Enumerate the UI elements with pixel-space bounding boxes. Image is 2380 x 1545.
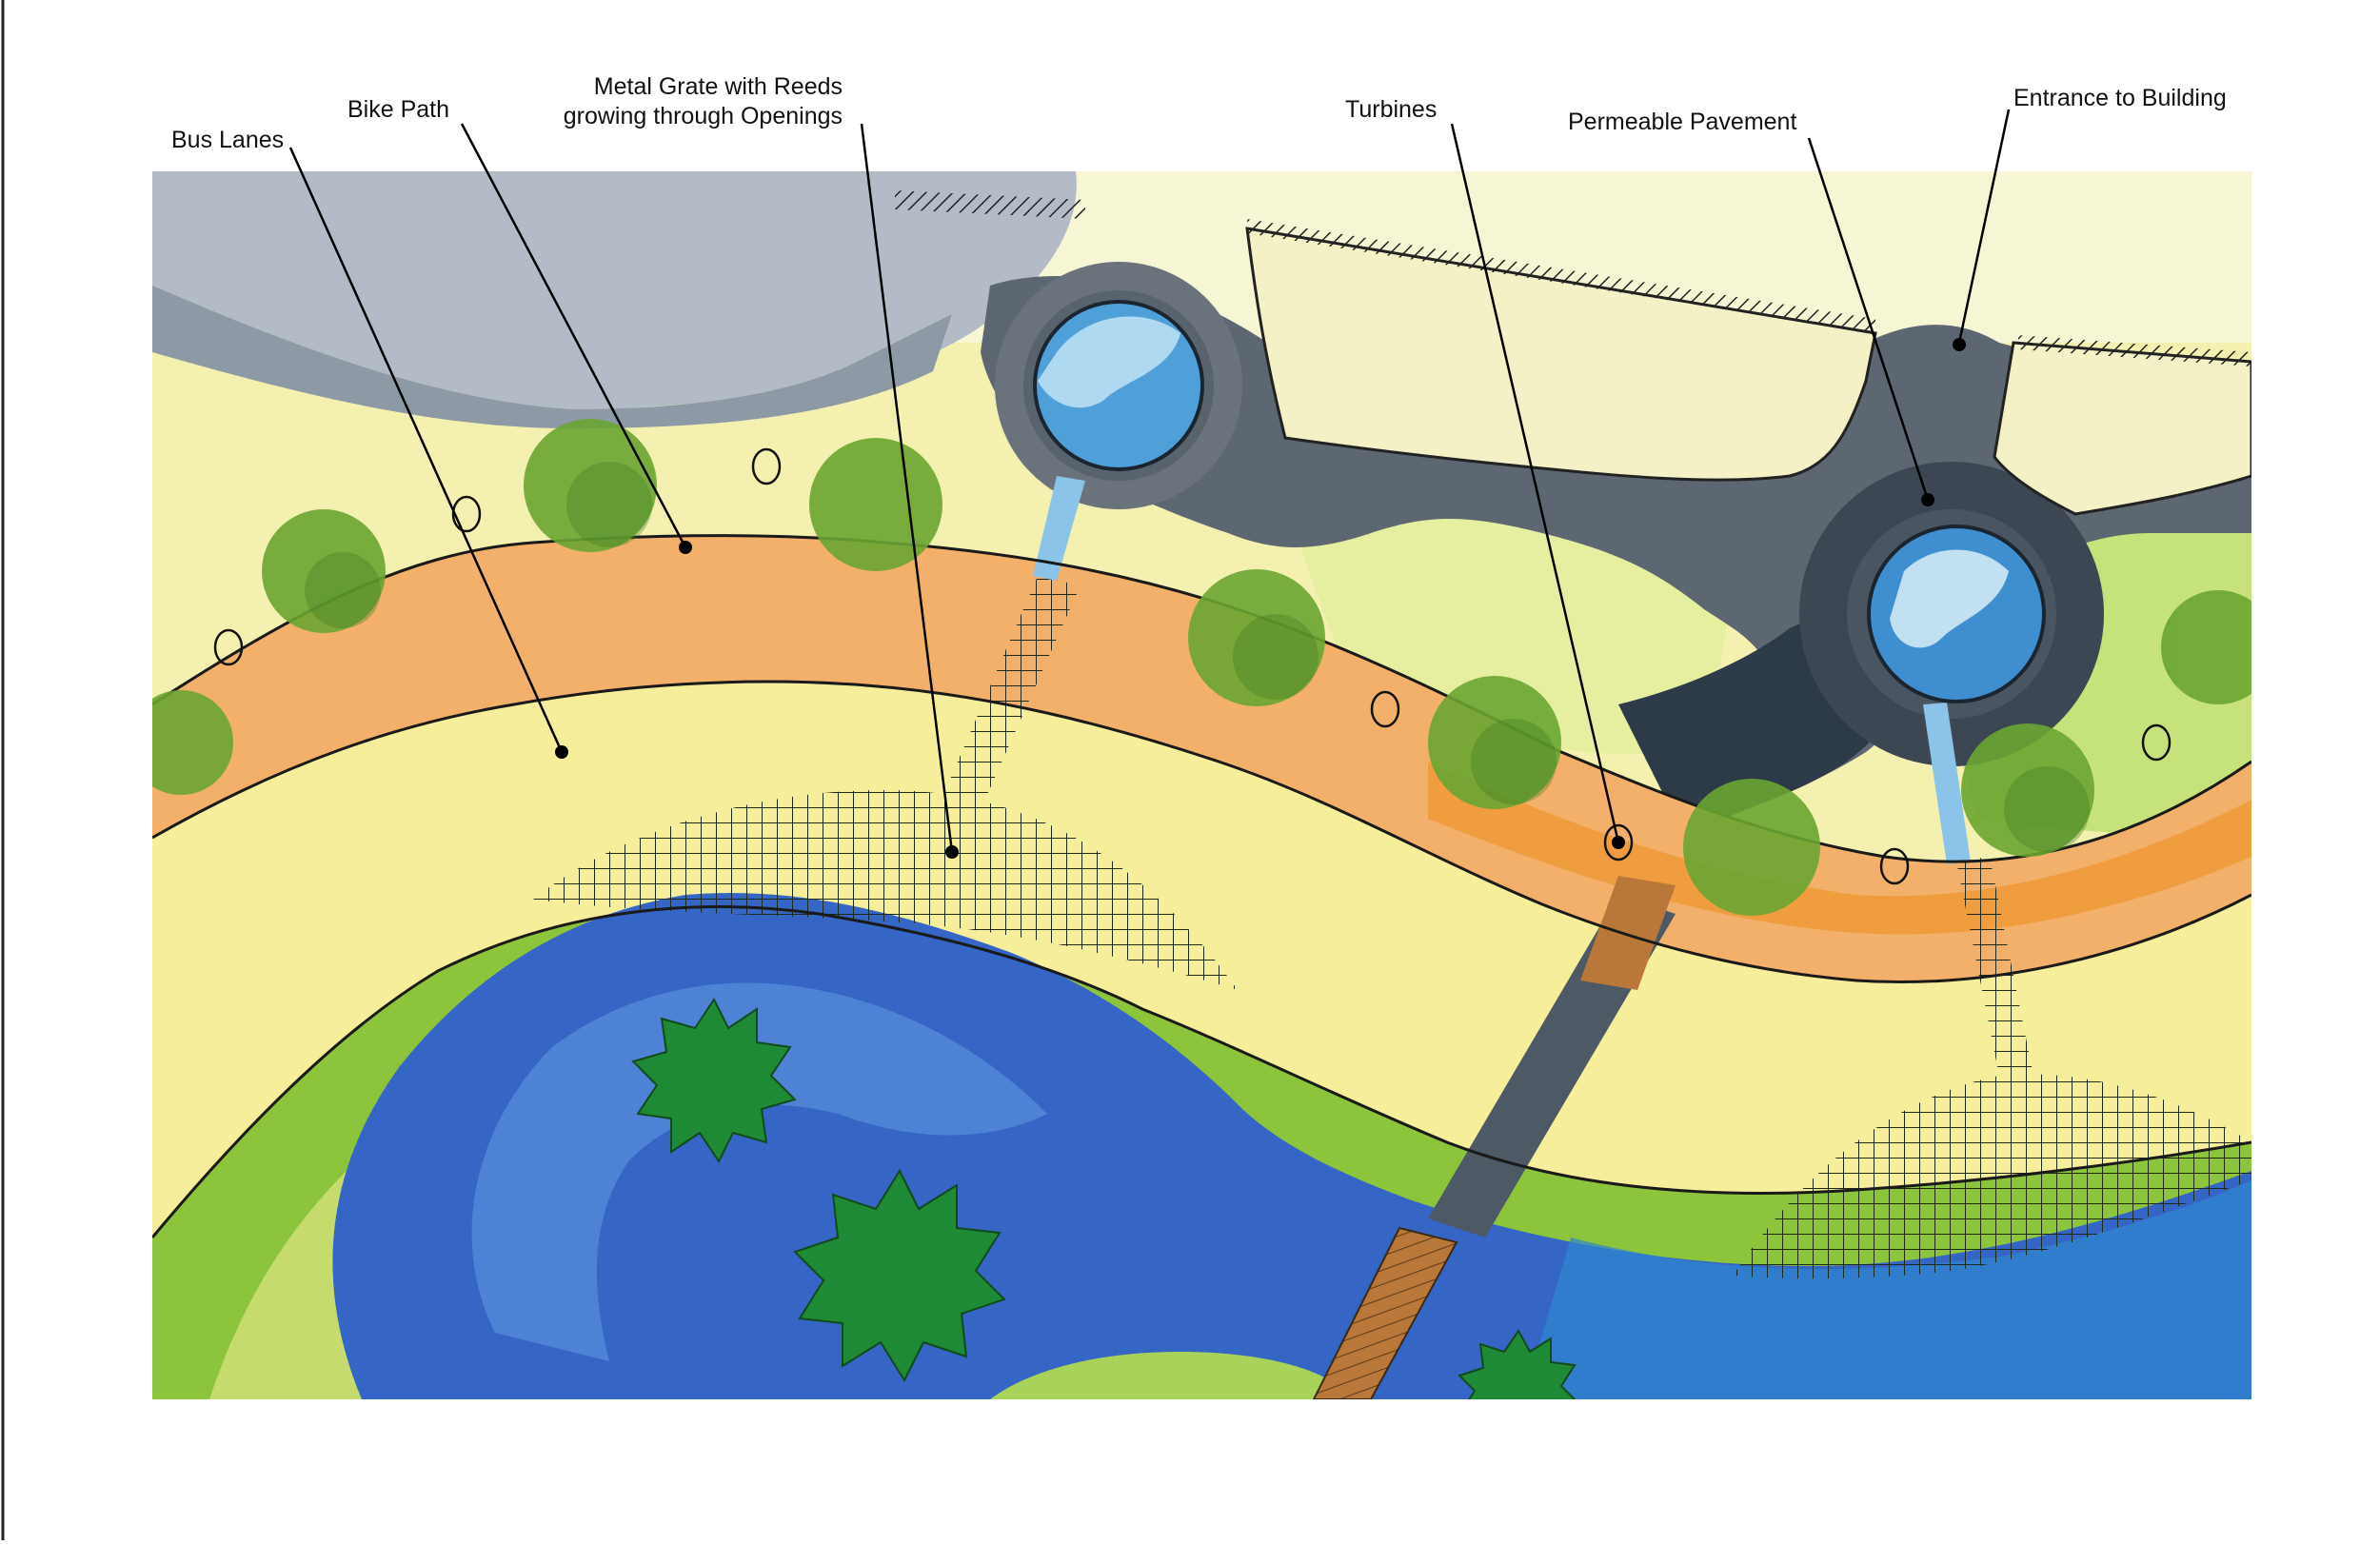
label-metal-grate-line1: Metal Grate with Reeds (557, 72, 843, 102)
label-metal-grate: Metal Grate with Reeds growing through O… (557, 72, 843, 131)
label-entrance: Entrance to Building (2013, 84, 2227, 113)
label-metal-grate-line2: growing through Openings (557, 102, 843, 131)
label-permeable-pavement: Permeable Pavement (1568, 108, 1796, 137)
label-turbines: Turbines (1345, 95, 1437, 125)
label-bike-path: Bike Path (347, 95, 449, 125)
label-bus-lanes: Bus Lanes (171, 126, 284, 155)
